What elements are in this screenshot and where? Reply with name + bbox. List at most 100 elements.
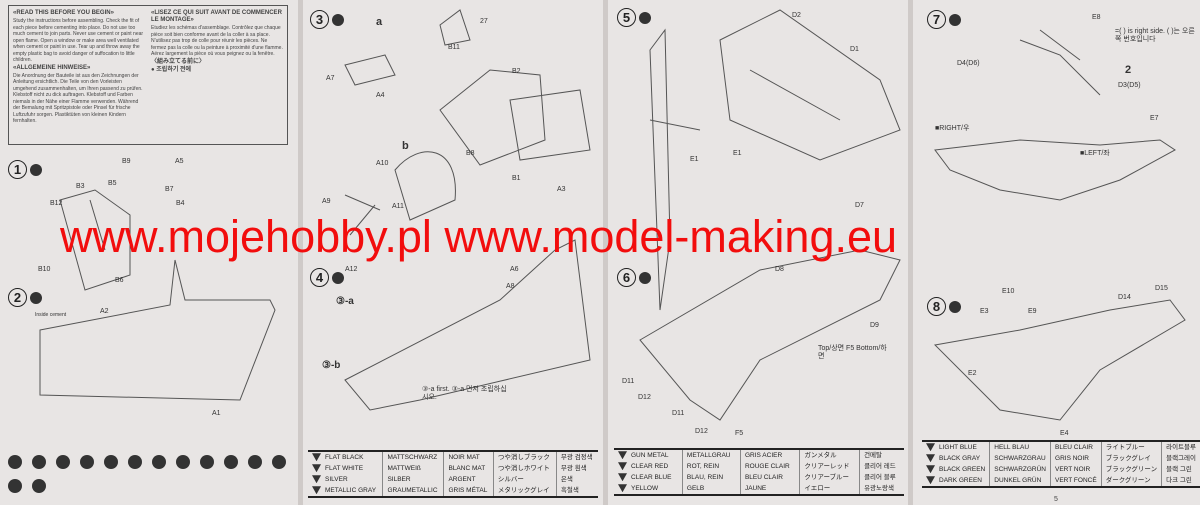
paint-name: HELL BLAU [994,444,1030,451]
propeller-spinner-sketch [344,151,456,236]
paint-name: SILBER [387,476,411,483]
part-label: D11 [672,410,685,417]
part-label: B10 [38,266,51,273]
wing-halves-sketch [719,9,901,161]
symbol-icon [248,455,262,469]
paint-name: 다크 그린 [1166,477,1192,484]
paint-name: BLEU CLAIR [1055,444,1093,451]
paint-cell: 라이트블루 [1162,441,1200,453]
paint-cell: 다크 그린 [1162,475,1200,487]
part-label: E3 [980,308,989,315]
fuselage-assembly-sketch [344,239,591,411]
paint-number-icon [618,451,627,460]
paint-name: DARK GREEN [939,477,982,484]
notes-de-title: «ALLGEMEINE HINWEISE» [13,64,91,71]
part-label: A12 [345,266,358,273]
symbol-icon [32,455,46,469]
paint-name: GUN METAL [631,452,669,459]
part-label: E1 [733,150,742,157]
symbol-icon [32,479,46,493]
paint-name: 유광노랑색 [864,485,894,492]
paint-name: ARGENT [448,476,476,483]
paint-cell: HELL BLAU [989,441,1052,453]
part-label: E1 [690,156,699,163]
paint-name: BLANC MAT [448,465,486,472]
paint-number-icon [926,454,935,463]
paint-name: 무광 검정색 [560,454,593,461]
step-3: 3 [310,10,344,29]
paint-cell: METALLIC GRAY [308,485,384,497]
paint-name: VERT NOIR [1055,466,1091,473]
paint-cell: SILVER [308,474,384,485]
part-label: B1 [512,175,521,182]
paint-name: JAUNE [744,485,767,492]
landing-gear-sketch [1019,29,1101,96]
notes-fr-text: Etudiez les schémas d'assemblage. Contrô… [151,25,283,57]
step-number: 6 [617,268,636,287]
check-icon [949,13,961,26]
check-icon [30,291,42,304]
paint-cell: VERT FONCÉ [1050,475,1102,487]
part-label: D3(D5) [1118,82,1141,89]
sheet-panel-1 [0,0,298,505]
part-label: D15 [1155,285,1168,292]
part-label: A5 [175,158,184,165]
part-label: 27 [480,18,488,25]
paint-name: SILVER [325,476,348,483]
part-label: B7 [165,186,174,193]
paint-name: 블랙 그린 [1166,466,1192,473]
symbol-icon [8,479,22,493]
part-label: D11 [622,378,635,385]
check-icon [332,13,344,26]
part-label: D2 [792,12,801,19]
paint-cell: 블랙 그린 [1162,464,1200,475]
step-number: 3 [310,10,329,29]
symbol-icon [272,455,286,469]
paint-cell: FLAT BLACK [308,451,384,463]
page-number: 5 [1054,496,1058,503]
paint-name: SCHWARZGRAU [994,455,1046,462]
paint-name: GRIS MÉTAL [448,487,488,494]
part-label: B9 [122,158,131,165]
symbol-icon [152,455,166,469]
paint-cell: 무광 검정색 [556,451,598,463]
paint-cell: メタリックグレイ [493,485,557,497]
wing-front-view-sketch [649,28,701,311]
watermark: www.mojehobby.pl www.model-making.eu [60,211,898,262]
left-side-label: ■LEFT/좌 [1080,150,1110,157]
check-icon [30,163,42,176]
paint-name: BLAU, REIN [686,474,724,481]
check-icon [949,300,961,313]
paint-cell: GRIS ACIER [740,449,801,461]
paint-number-icon [618,473,627,482]
symbol-legend [8,455,293,493]
paint-cell: GRAUMETALLIC [382,485,445,497]
paint-name: CLEAR BLUE [631,474,672,481]
part-label: A2 [100,308,109,315]
part-label: E4 [1060,430,1069,437]
step-number: 7 [927,10,946,29]
check-icon [332,271,344,284]
paint-cell: BLEU CLAIR [1050,441,1102,453]
paint-cell: MATTSCHWARZ [382,451,445,463]
paint-cell: BLANC MAT [443,463,494,474]
part-label: B6 [115,277,124,284]
part-label: E9 [1028,308,1037,315]
instructions-notes-box: «READ THIS BEFORE YOU BEGIN» Study the i… [8,5,288,145]
paint-cell: DARK GREEN [922,475,991,487]
paint-number-icon [312,486,321,495]
paint-name: GRAUMETALLIC [387,487,438,494]
fuselage-half-sketch [39,259,276,401]
paint-cell: ブラックグレイ [1101,453,1163,464]
paint-name: メタリックグレイ [497,487,550,494]
step-1: 1 [8,160,42,179]
part-label: E10 [1002,288,1015,295]
